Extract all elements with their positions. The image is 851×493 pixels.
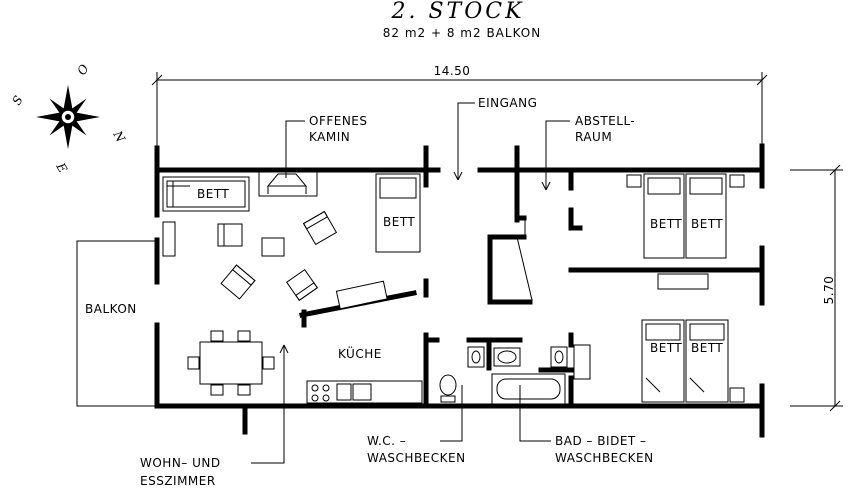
sink-icon bbox=[467, 346, 485, 368]
wardrobe-icon bbox=[657, 273, 709, 290]
armchair-icon bbox=[220, 264, 256, 300]
nightstand-icon bbox=[626, 174, 745, 188]
compass-label-w: E bbox=[53, 160, 70, 176]
abstell-label-1: ABSTELL- bbox=[575, 114, 635, 128]
compass-rose-icon: O S N E bbox=[9, 62, 128, 175]
width-dimension: 14.50 bbox=[151, 64, 768, 150]
wc-annotation: W.C. – WASCHBECKEN bbox=[367, 385, 466, 465]
plan-subtitle: 82 m2 + 8 m2 BALKON bbox=[383, 26, 541, 40]
bedroom1-bed-right-label: BETT bbox=[691, 217, 723, 231]
plan-title: 2. STOCK bbox=[390, 0, 524, 24]
depth-dimension: 5.70 bbox=[790, 164, 843, 412]
living-bed: BETT bbox=[375, 173, 421, 253]
eingang-annotation: EINGANG bbox=[453, 96, 537, 181]
bad-annotation: BAD – BIDET – WASCHBECKEN bbox=[519, 385, 654, 465]
eingang-label: EINGANG bbox=[478, 96, 537, 110]
width-dimension-label: 14.50 bbox=[434, 64, 471, 78]
sink-icon bbox=[550, 346, 568, 368]
wall-cabinet-icon bbox=[162, 221, 176, 257]
balkon-label: BALKON bbox=[85, 302, 137, 316]
armchair-icon bbox=[285, 268, 319, 302]
bedroom1-bed-left-label: BETT bbox=[650, 217, 682, 231]
bedroom2-bed-left: BETT bbox=[641, 319, 685, 403]
compass-label-o: O bbox=[74, 62, 91, 78]
wohn-label-1: WOHN– UND bbox=[140, 456, 221, 470]
compass-label-s: S bbox=[9, 93, 25, 107]
abstell-label-2: RAUM bbox=[575, 130, 612, 144]
living-bed-label: BETT bbox=[383, 215, 415, 229]
toilet-icon bbox=[439, 374, 457, 403]
wc-label-1: W.C. – bbox=[367, 434, 406, 448]
compass-label-n: N bbox=[110, 128, 128, 145]
kitchen-counter bbox=[306, 380, 423, 404]
wohn-label-2: ESSZIMMER bbox=[140, 474, 216, 488]
bedroom1-bed-left: BETT bbox=[643, 173, 685, 259]
armchair-icon bbox=[302, 210, 338, 246]
armchair-icon bbox=[217, 223, 243, 247]
kamin-label-2: KAMIN bbox=[309, 130, 350, 144]
bad-label-1: BAD – BIDET – bbox=[555, 434, 647, 448]
coffee-table-icon bbox=[261, 237, 285, 257]
wardrobe-icon bbox=[573, 344, 591, 380]
balcony: BALKON bbox=[76, 240, 157, 407]
kueche-label: KÜCHE bbox=[338, 345, 382, 361]
depth-dimension-label: 5.70 bbox=[822, 276, 836, 305]
walls bbox=[154, 143, 765, 438]
nightstand-icon bbox=[729, 387, 745, 403]
abstellraum-annotation: ABSTELL- RAUM bbox=[541, 114, 635, 191]
dining-table-icon bbox=[187, 330, 275, 396]
living-sofa-bed-label: BETT bbox=[197, 187, 229, 201]
fireplace-icon bbox=[258, 171, 318, 197]
bedroom2-bed-right-label: BETT bbox=[691, 341, 723, 355]
bedroom2-bed-right: BETT bbox=[685, 319, 729, 403]
sofa-icon bbox=[335, 280, 388, 310]
bedroom2-bed-left-label: BETT bbox=[650, 341, 682, 355]
living-sofa-bed: BETT bbox=[162, 176, 250, 212]
kamin-annotation: OFFENES KAMIN bbox=[285, 114, 368, 178]
bad-label-2: WASCHBECKEN bbox=[555, 451, 654, 465]
bathtub-icon bbox=[491, 373, 566, 405]
bedroom1-bed-right: BETT bbox=[685, 173, 727, 259]
wc-label-2: WASCHBECKEN bbox=[367, 451, 466, 465]
kamin-label-1: OFFENES bbox=[309, 114, 368, 128]
bidet-icon bbox=[493, 347, 521, 367]
corridor-details bbox=[516, 220, 533, 301]
wohnzimmer-annotation: WOHN– UND ESSZIMMER bbox=[140, 344, 289, 488]
